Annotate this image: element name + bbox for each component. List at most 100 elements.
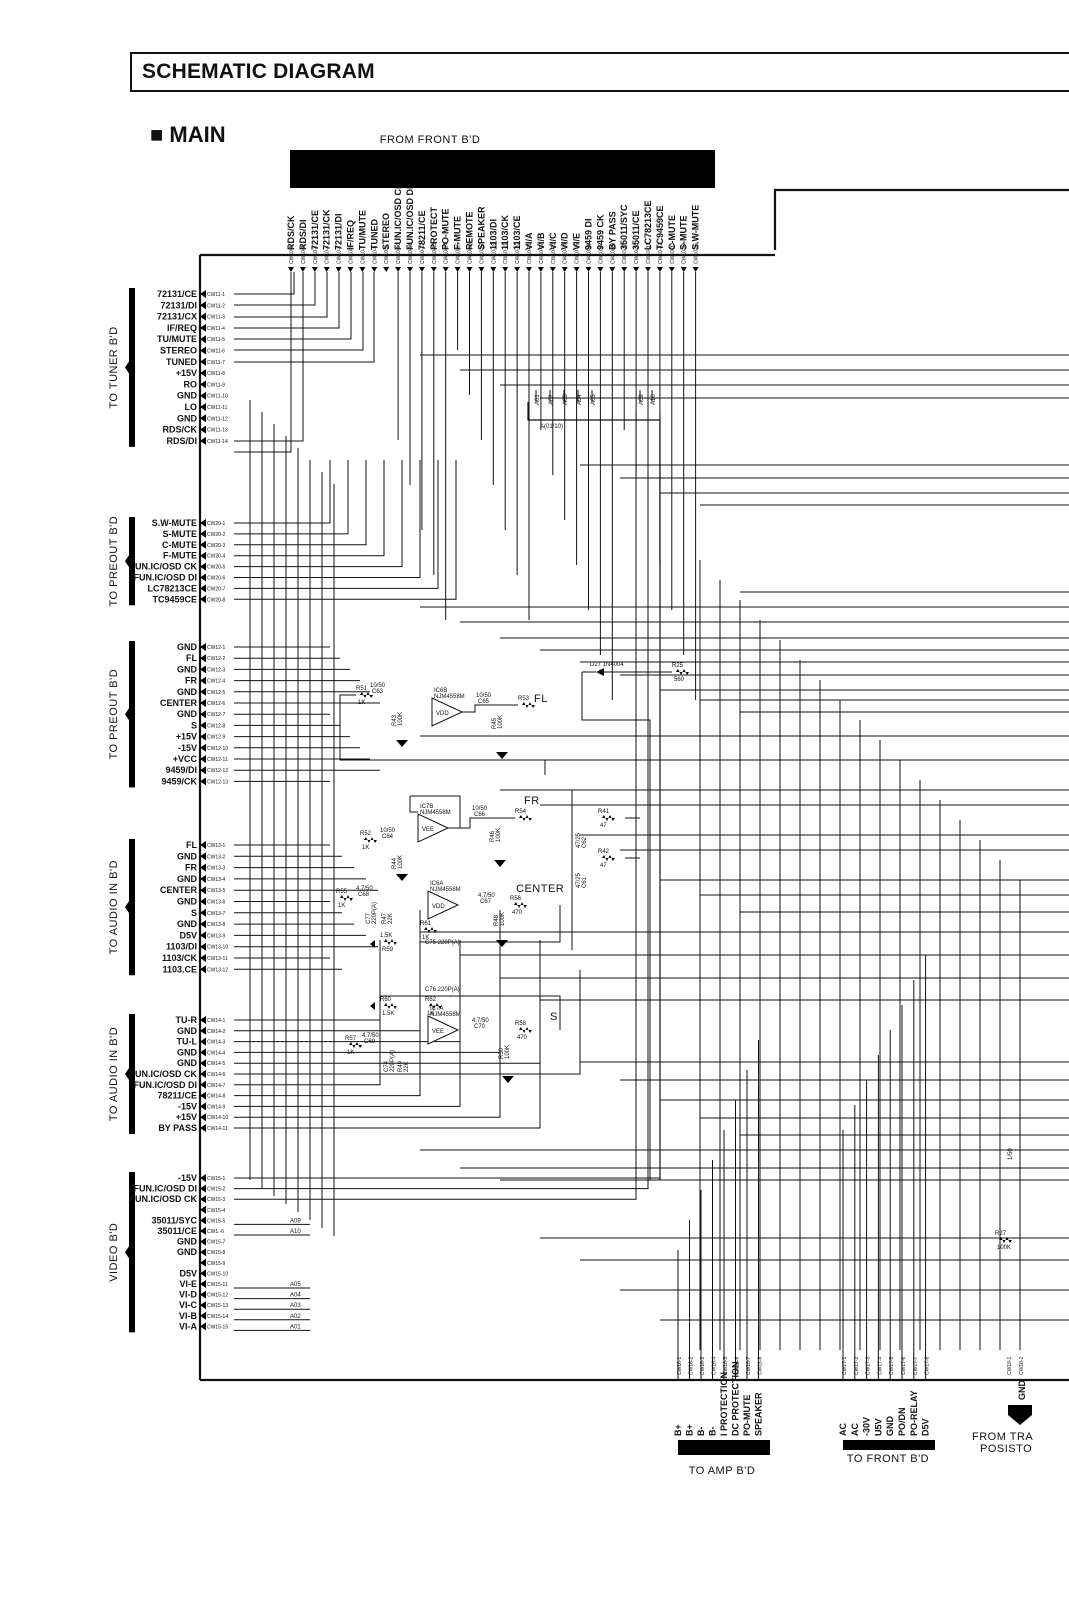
cw11-signal-label: 72131/DI (160, 300, 197, 310)
cw12-signal-label: FR (185, 676, 197, 686)
bus-tap-label: A09 (639, 394, 645, 405)
connector-pin-id: CW12-1 (207, 645, 226, 651)
cw10-signal-label: VI/A (524, 232, 534, 250)
capacitor-ref: C63 (372, 689, 384, 695)
connector-pin-id: CW14-5 (207, 1061, 226, 1067)
connector-pin (585, 267, 592, 272)
connector-pin-id: CW15-2 (207, 1187, 226, 1193)
connector-pin-id: CW13-4 (207, 877, 226, 883)
r41 (598, 815, 625, 821)
cw15-signal-label: VI-C (179, 1300, 198, 1310)
r57 (345, 1042, 380, 1048)
cw17-signal-label: AC (850, 1423, 860, 1436)
connector-pin-id: CW10-29 (622, 243, 628, 264)
connector-pin-id: CW10-32 (658, 243, 664, 264)
audio-in-board-label-bracket (125, 839, 135, 976)
connector-pin (335, 267, 342, 272)
connector-pin-id: CW10-11 (408, 243, 414, 264)
op-amp (431, 697, 464, 727)
r60 (380, 1003, 420, 1009)
r62 (425, 1003, 470, 1009)
connector-pin (668, 267, 675, 272)
c62-value: 47/25 (576, 832, 582, 848)
connector-pin-id: CW15-8 (207, 1250, 226, 1256)
connector-pin-id: CW10-15 (456, 243, 462, 264)
component-layer (125, 150, 1032, 1455)
resistor-ref: R61 (420, 921, 432, 927)
cw16-signal-label: SPEAKER (754, 1392, 764, 1436)
preout-wire (234, 460, 439, 589)
cw14-connector (200, 1037, 206, 1046)
connector-pin (347, 267, 354, 272)
connector-pin-id: CW15-5 (207, 1218, 226, 1224)
preout-top-board-label-bracket (125, 517, 135, 606)
preout-wire (234, 460, 385, 557)
connector-pin-id: CW11-6 (207, 349, 225, 355)
cw15-signal-label: FUN.IC/OSD CK (130, 1194, 198, 1204)
connector-pin-id: CW12-4 (207, 679, 226, 685)
connector-pin-id: CW14-8 (207, 1094, 226, 1100)
cw10-signal-label: FUN.IC/OSD CK (393, 182, 403, 250)
connector-pin-id: CW12-13 (207, 779, 228, 785)
connector-pin-id: CW11-4 (207, 326, 225, 332)
connector-pin (359, 267, 366, 272)
connector-pin (514, 267, 521, 272)
cw20-signal-label: TC9459CE (152, 594, 197, 604)
cw11-connector (200, 357, 206, 366)
audio-in-board-label: TO AUDIO IN B'D (108, 860, 120, 954)
cw11-connector (200, 335, 206, 344)
cw14-signal-label: TU-R (176, 1015, 198, 1025)
cw13-signal-label: 1103.CE (162, 964, 197, 974)
op-amp (427, 890, 460, 920)
cw10-signal-label: C-MUTE (667, 215, 677, 250)
connector-pin (692, 267, 699, 272)
op-amp-supply: VEE (432, 1029, 444, 1035)
cw18-signal-label: GND (1017, 1380, 1027, 1401)
cw14-connector (200, 1080, 206, 1089)
cw10-signal-label: 72131/CE (310, 210, 320, 250)
ic-ref: IC7B (420, 804, 433, 810)
cw14-signal-label: GND (177, 1058, 198, 1068)
resistor-ref: R27 (995, 1231, 1007, 1237)
connector-pin (383, 267, 390, 272)
cw13-connector (200, 931, 206, 940)
center-fb (420, 905, 561, 943)
cw13-signal-label: GND (177, 897, 198, 907)
cw11-connector (200, 346, 206, 355)
capacitor-value: 4.7/50 (472, 1018, 489, 1024)
connector-pin-id: CW20-3 (207, 543, 226, 549)
connector-pin-id: CW10-8 (372, 245, 378, 264)
c76: C76 220P(A) (425, 987, 460, 993)
connector-pin-id: CW10-5 (337, 245, 343, 264)
r58 (515, 1027, 560, 1033)
bus-tap-label: A05 (591, 394, 597, 405)
r56 (510, 902, 545, 908)
cw14-signal-label: +15V (176, 1112, 197, 1122)
cw10-signal-label: 35011/CE (631, 210, 641, 250)
connector-pin-id: CW14-3 (207, 1040, 226, 1046)
connector-pin-id: CW10-30 (634, 243, 640, 264)
tuner-wire (234, 272, 352, 340)
diode (596, 668, 604, 676)
cw10-signal-label: VI/E (572, 233, 582, 250)
resistor-value: 560 (674, 677, 685, 683)
r42 (598, 855, 625, 861)
cw15-connector (200, 1269, 206, 1278)
resistor-ref: R51 (356, 686, 368, 692)
cap-right: 1/50 (1008, 1148, 1014, 1160)
cw10-signal-label: TC9459CE (655, 205, 665, 250)
cw12-connector (200, 665, 206, 674)
cw10-signal-label: TU/MUTE (357, 210, 367, 250)
cw13-connector (200, 874, 206, 883)
op-amp (417, 813, 450, 843)
cw11-signal-label: TU/MUTE (157, 334, 197, 344)
connector-pin-id: CW13-6 (207, 900, 226, 906)
resistor-value: 100K (997, 1245, 1011, 1251)
cw11-connector (200, 369, 206, 378)
connector-pin (561, 267, 568, 272)
capacitor-value: 10/50 (380, 828, 396, 834)
bus-tap-label: A02 (549, 394, 555, 405)
cw14-signal-label: GND (177, 1047, 198, 1057)
cw10-signal-label: TUNED (369, 219, 379, 250)
connector-pin-id: CW11-10 (207, 394, 228, 400)
